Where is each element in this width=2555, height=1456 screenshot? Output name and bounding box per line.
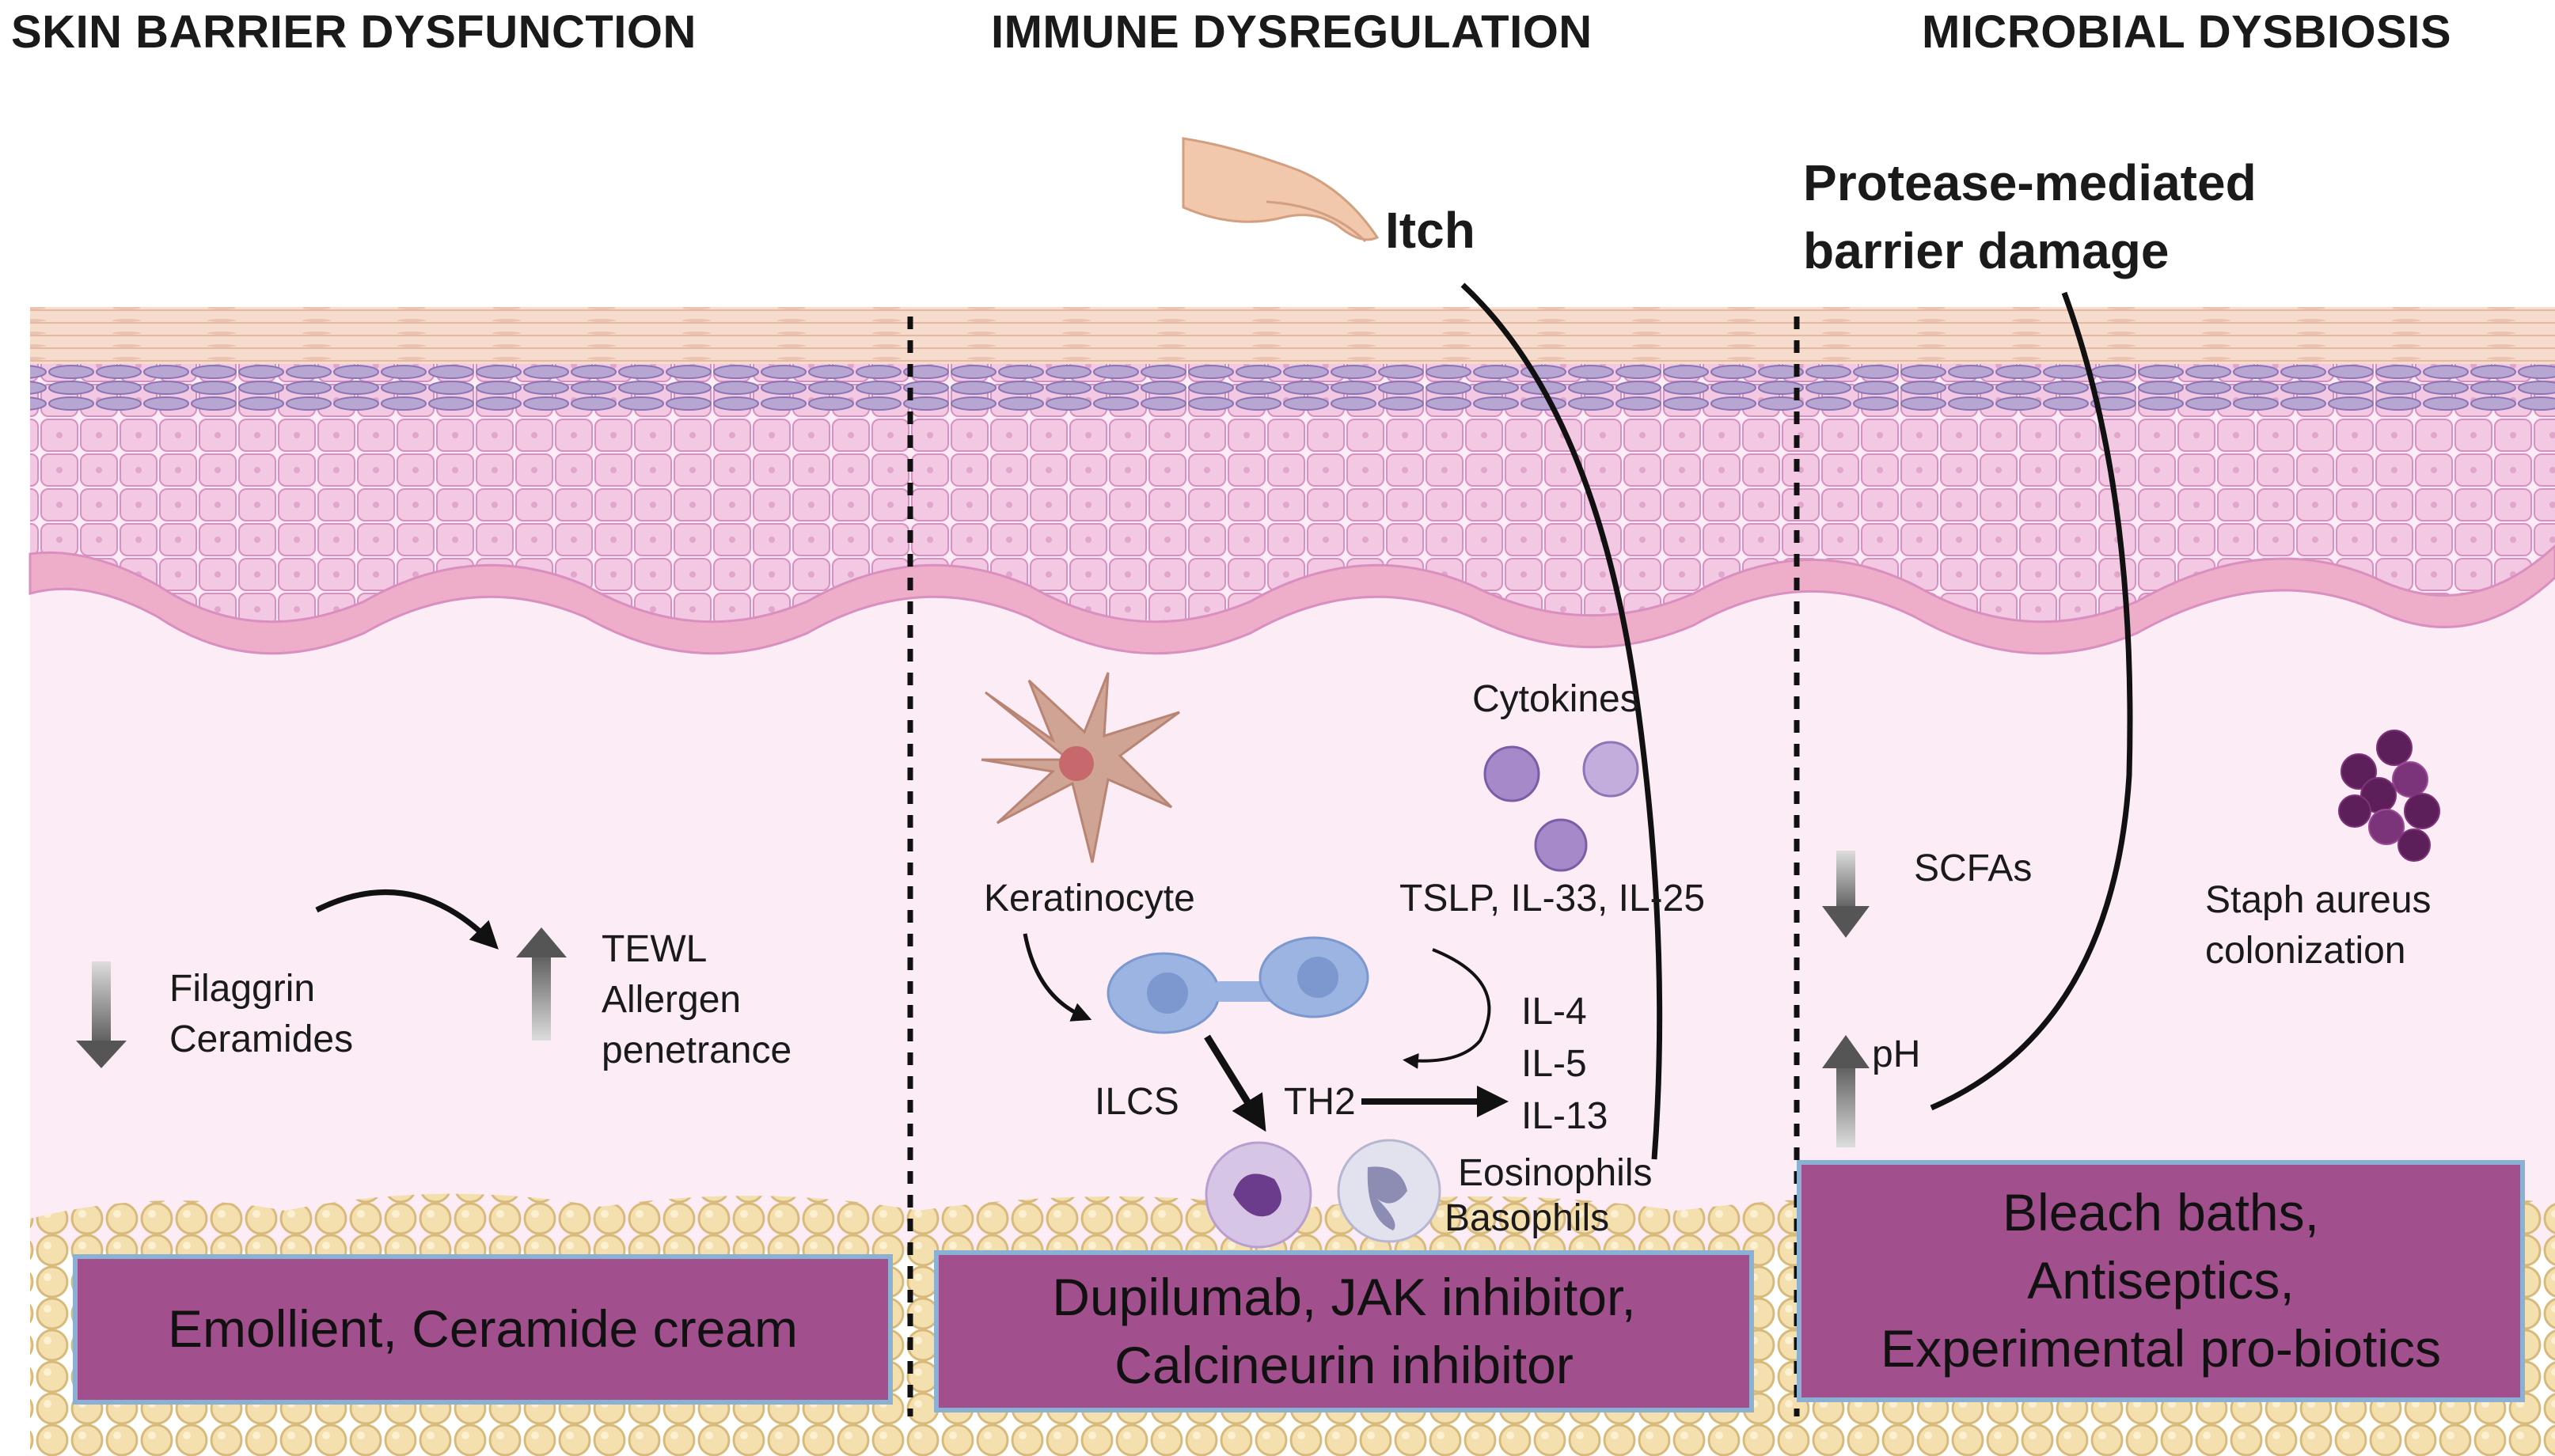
heading-microbial: MICROBIAL DYSBIOSIS [1922,6,2452,58]
keratinocyte-label: Keratinocyte [984,878,1195,919]
treatment-barrier-text: Emollient, Ceramide cream [168,1299,798,1359]
th2-label: TH2 [1284,1081,1356,1123]
interleukin-list-label: IL-4 IL-5 IL-13 [1521,986,1608,1143]
filaggrin-down-arrow [76,961,127,1068]
tewl-up-arrow [516,927,567,1041]
penetrance-text: penetrance [602,1029,792,1071]
treatment-box-barrier: Emollient, Ceramide cream [73,1254,893,1405]
treatment-microbial-line3: Experimental pro-biotics [1881,1318,2441,1378]
il13-text: IL-13 [1521,1095,1608,1137]
ilcs-label: ILCS [1095,1081,1179,1123]
tewl-text: TEWL [602,928,708,970]
spinous-layer [30,364,2555,646]
treatment-immune-line2: Calcineurin inhibitor [1114,1335,1574,1394]
ph-up-arrow [1822,1035,1870,1147]
ilcs-to-granulocyte-arrow [1204,1034,1266,1132]
treatment-immune-text: Dupilumab, JAK inhibitor, Calcineurin in… [1052,1264,1635,1400]
basal-layer [28,544,2555,655]
treatment-box-immune: Dupilumab, JAK inhibitor, Calcineurin in… [934,1250,1754,1412]
tewl-allergen-label: TEWL Allergen penetrance [602,924,792,1076]
protease-label: Protease-mediated barrier damage [1803,149,2257,285]
allergen-text: Allergen [602,979,742,1021]
cytokine-loop-arrow [1403,948,1491,1069]
granular-layer [30,364,2555,411]
treatment-microbial-line1: Bleach baths, [2003,1183,2319,1242]
itch-nerve-line [1460,282,1663,1160]
eosinophil-icon [1205,1141,1312,1249]
treatment-microbial-line2: Antiseptics, [2027,1251,2295,1310]
treatment-immune-line1: Dupilumab, JAK inhibitor, [1052,1267,1636,1326]
staph-line1: Staph aureus [2205,879,2432,921]
filaggrin-text: Filaggrin [169,968,316,1010]
staph-aureus-icon [2338,730,2440,862]
ilc-th2-cells-icon [1107,936,1369,1034]
keratinocyte-arrow [1023,933,1092,1022]
heading-immune: IMMUNE DYSREGULATION [991,6,1593,58]
cytokine-spheres-icon [1483,741,1639,872]
il5-text: IL-5 [1521,1043,1587,1085]
barrier-curved-arrow [315,889,499,950]
hand-icon [1182,137,1380,243]
ceramides-text: Ceramides [169,1018,354,1060]
basophils-label: Basophils [1445,1197,1610,1239]
ph-label: pH [1872,1033,1921,1075]
protease-line1: Protease-mediated [1803,154,2257,211]
stratum-corneum [30,307,2555,364]
il4-text: IL-4 [1521,991,1587,1033]
itch-label: Itch [1385,202,1475,259]
protease-line2: barrier damage [1803,222,2170,279]
heading-skin-barrier: SKIN BARRIER DYSFUNCTION [11,6,697,58]
eosinophils-label: Eosinophils [1458,1152,1653,1194]
filaggrin-ceramides-label: Filaggrin Ceramides [169,964,353,1065]
treatment-microbial-text: Bleach baths, Antiseptics, Experimental … [1881,1179,2441,1382]
staph-line2: colonization [2205,930,2406,972]
cytokines-label: Cytokines [1472,678,1639,720]
staph-label: Staph aureus colonization [2205,875,2432,976]
dendritic-cell-icon [981,672,1180,863]
scfas-down-arrow [1822,851,1870,938]
basophil-icon [1337,1139,1441,1243]
cytokine-list-label: TSLP, IL-33, IL-25 [1399,878,1706,919]
treatment-box-microbial: Bleach baths, Antiseptics, Experimental … [1797,1160,2525,1402]
protease-nerve-line [1930,291,2133,1111]
scfas-label: SCFAs [1914,847,2033,889]
